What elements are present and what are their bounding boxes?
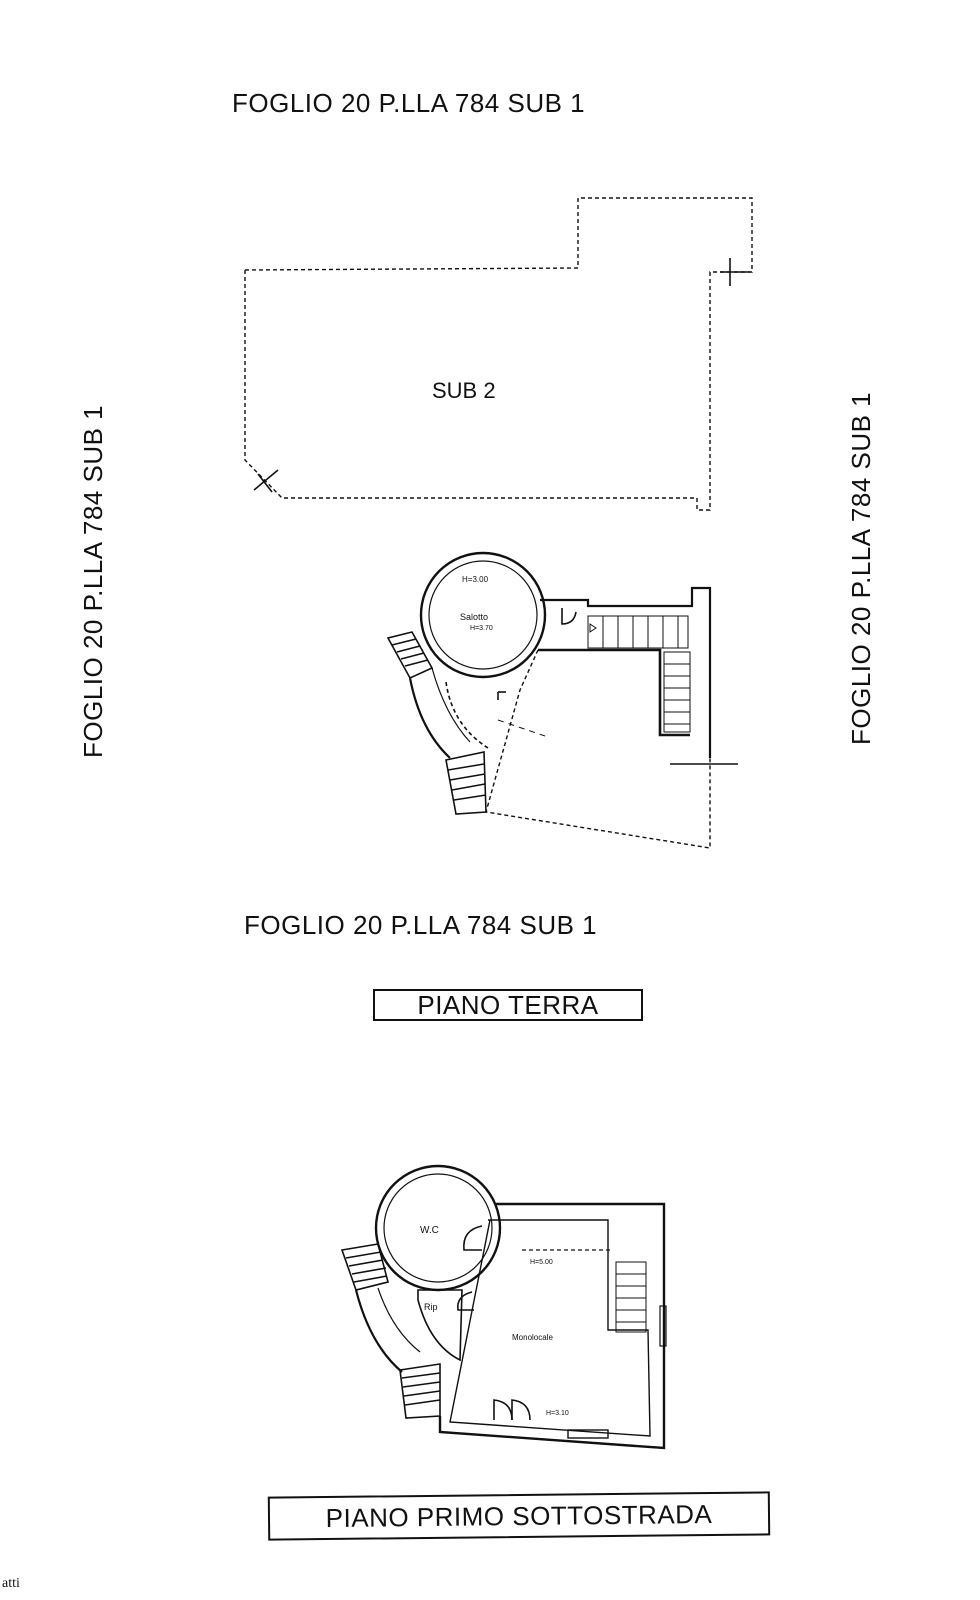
fb-room-name: Monolocale xyxy=(512,1333,553,1342)
fb-rip-label: Rip xyxy=(424,1302,438,1312)
fb-height-b: H=3.10 xyxy=(546,1410,569,1417)
sub2-label: SUB 2 xyxy=(432,378,496,403)
sub2-outline xyxy=(244,197,753,511)
gf-height-a: H=3.00 xyxy=(462,575,489,584)
fb-height-a: H=5.00 xyxy=(530,1259,553,1266)
gf-height-b: H=3.70 xyxy=(470,625,493,632)
gf-room-name: Salotto xyxy=(460,612,488,622)
corner-note: atti xyxy=(2,1576,20,1591)
ground-floor-plan xyxy=(386,551,738,849)
ground-floor-title: PIANO TERRA xyxy=(373,989,643,1021)
first-basement-plan xyxy=(340,1164,667,1450)
fb-wc-label: W.C xyxy=(420,1225,439,1236)
bottom-parcel-label: FOGLIO 20 P.LLA 784 SUB 1 xyxy=(244,910,598,940)
top-parcel-label: FOGLIO 20 P.LLA 784 SUB 1 xyxy=(232,88,586,118)
